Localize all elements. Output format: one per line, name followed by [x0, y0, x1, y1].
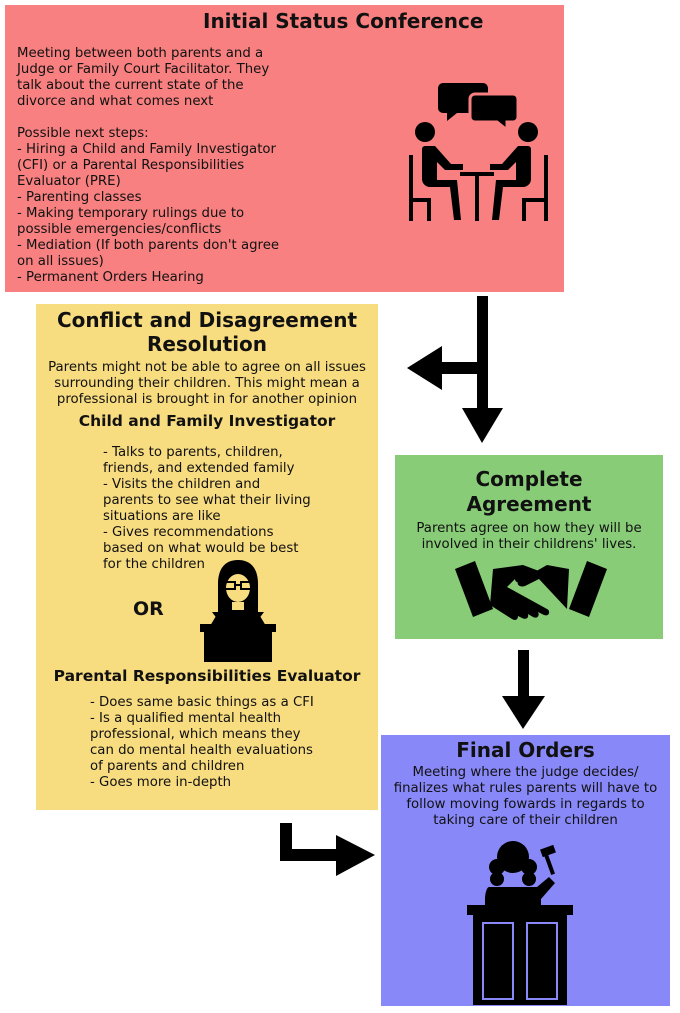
conflict-title-line: Resolution	[146, 332, 268, 356]
or-label: OR	[133, 598, 164, 620]
meeting-conversation-icon	[409, 83, 548, 221]
agreement-desc-line: Parents agree on how they will be	[416, 521, 642, 536]
initial-description: Meeting between both parents and a Judge…	[17, 46, 279, 286]
final-desc-line: taking care of their children	[433, 813, 618, 828]
next-step-line: - Parenting classes	[17, 190, 142, 205]
agreement-title-line: Agreement	[466, 492, 592, 516]
pre-line: - Is a qualified mental health	[90, 711, 282, 726]
initial-status-conference-box: Initial Status Conference Meeting betwee…	[5, 5, 564, 292]
agreement-description: Parents agree on how they will be involv…	[395, 521, 663, 553]
next-step-line: - Mediation (If both parents don't agree	[17, 238, 280, 253]
cfi-line: - Gives recommendations	[103, 525, 274, 540]
initial-desc-line: divorce and what comes next	[17, 94, 214, 109]
pre-heading: Parental Responsibilities Evaluator	[53, 667, 361, 685]
cfi-heading: Child and Family Investigator	[78, 412, 336, 430]
final-description: Meeting where the judge decides/ finaliz…	[381, 765, 670, 829]
conflict-description: Parents might not be able to agree on al…	[36, 360, 378, 408]
initial-title: Initial Status Conference	[203, 9, 484, 33]
pre-details: - Does same basic things as a CFI - Is a…	[90, 695, 314, 791]
final-title: Final Orders	[456, 738, 595, 762]
evaluator-at-podium-icon	[200, 560, 276, 662]
next-step-line: - Hiring a Child and Family Investigator	[17, 142, 277, 157]
final-desc-line: Meeting where the judge decides/	[412, 765, 639, 780]
arrow-agreement-to-final	[502, 650, 545, 729]
cfi-line: for the children	[103, 557, 205, 572]
next-step-line: (CFI) or a Parental Responsibilities	[17, 158, 245, 173]
conflict-title: Conflict and Disagreement Resolution	[36, 308, 378, 356]
initial-desc-line: Meeting between both parents and a	[17, 46, 264, 61]
conflict-desc-line: Parents might not be able to agree on al…	[48, 360, 366, 375]
pre-line: - Does same basic things as a CFI	[90, 695, 314, 710]
next-steps-heading: Possible next steps:	[17, 126, 149, 141]
arrow-to-conflict	[407, 346, 488, 390]
next-step-line: - Making temporary rulings due to	[17, 206, 245, 221]
final-desc-line: follow moving fowards in regards to	[406, 797, 645, 812]
pre-line: - Goes more in-depth	[90, 775, 232, 790]
pre-line: professional, which means they	[90, 727, 301, 742]
pre-line: of parents and children	[90, 759, 245, 774]
agreement-title-line: Complete	[475, 467, 583, 491]
pre-line: can do mental health evaluations	[90, 743, 313, 758]
next-step-line: Evaluator (PRE)	[17, 174, 121, 189]
cfi-line: parents to see what their living	[103, 493, 311, 508]
next-step-line: possible emergencies/conflicts	[17, 222, 222, 237]
cfi-line: friends, and extended family	[103, 461, 295, 476]
final-desc-line: finalizes what rules parents will have t…	[393, 781, 658, 796]
cfi-line: - Visits the children and	[103, 477, 261, 492]
next-step-line: on all issues)	[17, 254, 104, 269]
arrow-conflict-to-final	[280, 823, 375, 876]
agreement-title: Complete Agreement	[395, 467, 663, 517]
cfi-line: - Talks to parents, children,	[103, 445, 283, 460]
cfi-line: situations are like	[103, 509, 221, 524]
cfi-details: - Talks to parents, children, friends, a…	[103, 445, 311, 573]
conflict-title-line: Conflict and Disagreement	[56, 308, 358, 332]
complete-agreement-box: Complete Agreement Parents agree on how …	[395, 455, 663, 639]
final-orders-box: Final Orders Meeting where the judge dec…	[381, 735, 670, 1006]
cfi-line: based on what would be best	[103, 541, 299, 556]
handshake-icon	[455, 561, 607, 620]
conflict-desc-line: professional is brought in for another o…	[56, 392, 358, 407]
next-step-line: - Permanent Orders Hearing	[17, 270, 204, 285]
conflict-desc-line: surrounding their children. This might m…	[54, 376, 360, 391]
agreement-desc-line: involved in their childrens' lives.	[421, 537, 637, 552]
conflict-resolution-box: Conflict and Disagreement Resolution Par…	[36, 304, 378, 810]
initial-desc-line: Judge or Family Court Facilitator. They	[17, 62, 270, 77]
initial-desc-line: talk about the current state of the	[17, 78, 244, 93]
judge-with-gavel-icon	[467, 841, 573, 1005]
arrow-initial-to-branches	[462, 296, 503, 443]
